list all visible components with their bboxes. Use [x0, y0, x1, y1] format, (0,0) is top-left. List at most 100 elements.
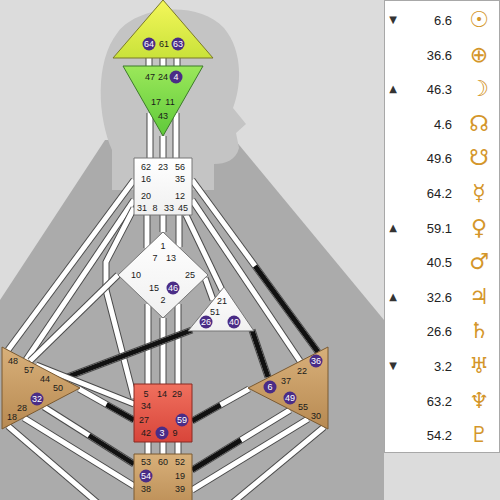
channel-activation	[252, 330, 268, 377]
channel	[163, 136, 164, 158]
channel-outline	[192, 389, 249, 421]
channel-fill	[192, 180, 318, 352]
sacral-center: 514293427423959	[134, 384, 192, 442]
channel-fill	[30, 275, 118, 361]
channel-fill	[192, 200, 300, 361]
channel-fill	[146, 442, 151, 454]
active-gate-number: 46	[167, 282, 180, 295]
gate-number: 47	[145, 73, 155, 82]
gate-number: 57	[24, 366, 34, 375]
channel-activation	[62, 330, 192, 379]
channel	[79, 389, 134, 420]
planet-symbol: ⊕	[470, 44, 488, 66]
channel	[30, 275, 118, 361]
throat-center: 622356163520123183345	[134, 158, 192, 215]
gate-number: 33	[164, 204, 174, 213]
channel-fill	[161, 215, 166, 232]
gate-number: 19	[175, 472, 185, 481]
channel-outline	[175, 442, 182, 454]
planet-symbol: ☋	[469, 147, 489, 169]
center-shape	[188, 287, 254, 331]
gate-line-value: 49.6	[427, 152, 452, 165]
gate-number: 45	[178, 204, 188, 213]
gate-number: 42	[141, 429, 151, 438]
channel-outline	[176, 215, 183, 247]
motion-arrow: ▲	[389, 292, 397, 302]
channel	[150, 113, 151, 158]
center-outline	[123, 66, 203, 136]
active-gate-number: 4	[170, 71, 183, 84]
channel-outline	[62, 330, 192, 379]
gate-number: 25	[185, 271, 195, 280]
planet-symbol: ♃	[469, 286, 489, 308]
channel	[147, 215, 148, 248]
ajna-center: 47244171143	[123, 66, 203, 136]
gate-number: 52	[175, 458, 185, 467]
channel-outline	[175, 304, 182, 384]
planet-symbol: ♆	[469, 390, 489, 412]
channel	[163, 215, 164, 232]
channel-fill	[148, 113, 153, 158]
planet-symbol: ♄	[469, 320, 489, 342]
center-outline	[134, 454, 192, 500]
channel-fill	[161, 136, 166, 158]
channel-outline	[160, 215, 167, 232]
channel	[8, 426, 100, 500]
gate-number: 35	[175, 175, 185, 184]
gate-number: 51	[210, 308, 220, 317]
gate-line-value: 64.2	[427, 187, 452, 200]
channel-fill	[8, 426, 100, 500]
channel-outline	[106, 208, 134, 398]
gate-number: 37	[281, 377, 291, 386]
gate-number: 39	[175, 485, 185, 494]
gate-number: 13	[166, 254, 176, 263]
channel-activation	[79, 389, 134, 420]
channel	[178, 442, 179, 454]
channel-fill	[252, 330, 268, 377]
gate-number: 2	[160, 296, 165, 305]
gate-number: 50	[53, 384, 63, 393]
active-gate-number: 6	[264, 381, 277, 394]
channel	[252, 330, 268, 377]
gate-number: 28	[17, 404, 27, 413]
channel-activation	[192, 180, 318, 352]
gate-line-value: 32.6	[427, 290, 452, 303]
gate-number: 34	[141, 402, 151, 411]
spleen-center: 48574450322818	[2, 347, 80, 429]
center-outline	[118, 232, 208, 318]
channel	[163, 442, 164, 454]
gate-line-value: 59.1	[427, 221, 452, 234]
root-center: 53605254193839	[134, 454, 192, 500]
gate-number: 27	[139, 416, 149, 425]
channel-activation	[192, 389, 249, 421]
gate-number: 44	[40, 375, 50, 384]
channel-outline	[144, 215, 151, 248]
g-center: 1713102515462	[118, 232, 208, 318]
gate-number: 48	[8, 357, 18, 366]
active-gate-number: 63	[172, 38, 185, 51]
motion-arrow: ▲	[389, 84, 397, 94]
active-gate-number: 26	[200, 316, 213, 329]
gate-number: 60	[158, 458, 168, 467]
active-gate-number: 59	[176, 414, 189, 427]
channel-outline	[8, 426, 100, 500]
planet-symbol: ♀	[471, 217, 487, 239]
gate-number: 31	[137, 204, 147, 213]
gate-line-value: 46.3	[427, 83, 452, 96]
active-gate-number: 32	[31, 393, 44, 406]
channel	[106, 208, 134, 398]
gate-number: 21	[217, 297, 227, 306]
channel-outline	[192, 200, 300, 361]
gate-number: 14	[157, 390, 167, 399]
center-outline	[188, 287, 254, 331]
active-gate-number: 36	[310, 355, 323, 368]
gate-line-value: 6.6	[434, 14, 452, 27]
gate-number: 15	[149, 284, 159, 293]
gate-number: 61	[159, 40, 169, 49]
motion-arrow: ▼	[389, 15, 397, 25]
gate-number: 12	[175, 192, 185, 201]
channel-outline	[173, 113, 180, 158]
channel-outline	[145, 442, 152, 454]
